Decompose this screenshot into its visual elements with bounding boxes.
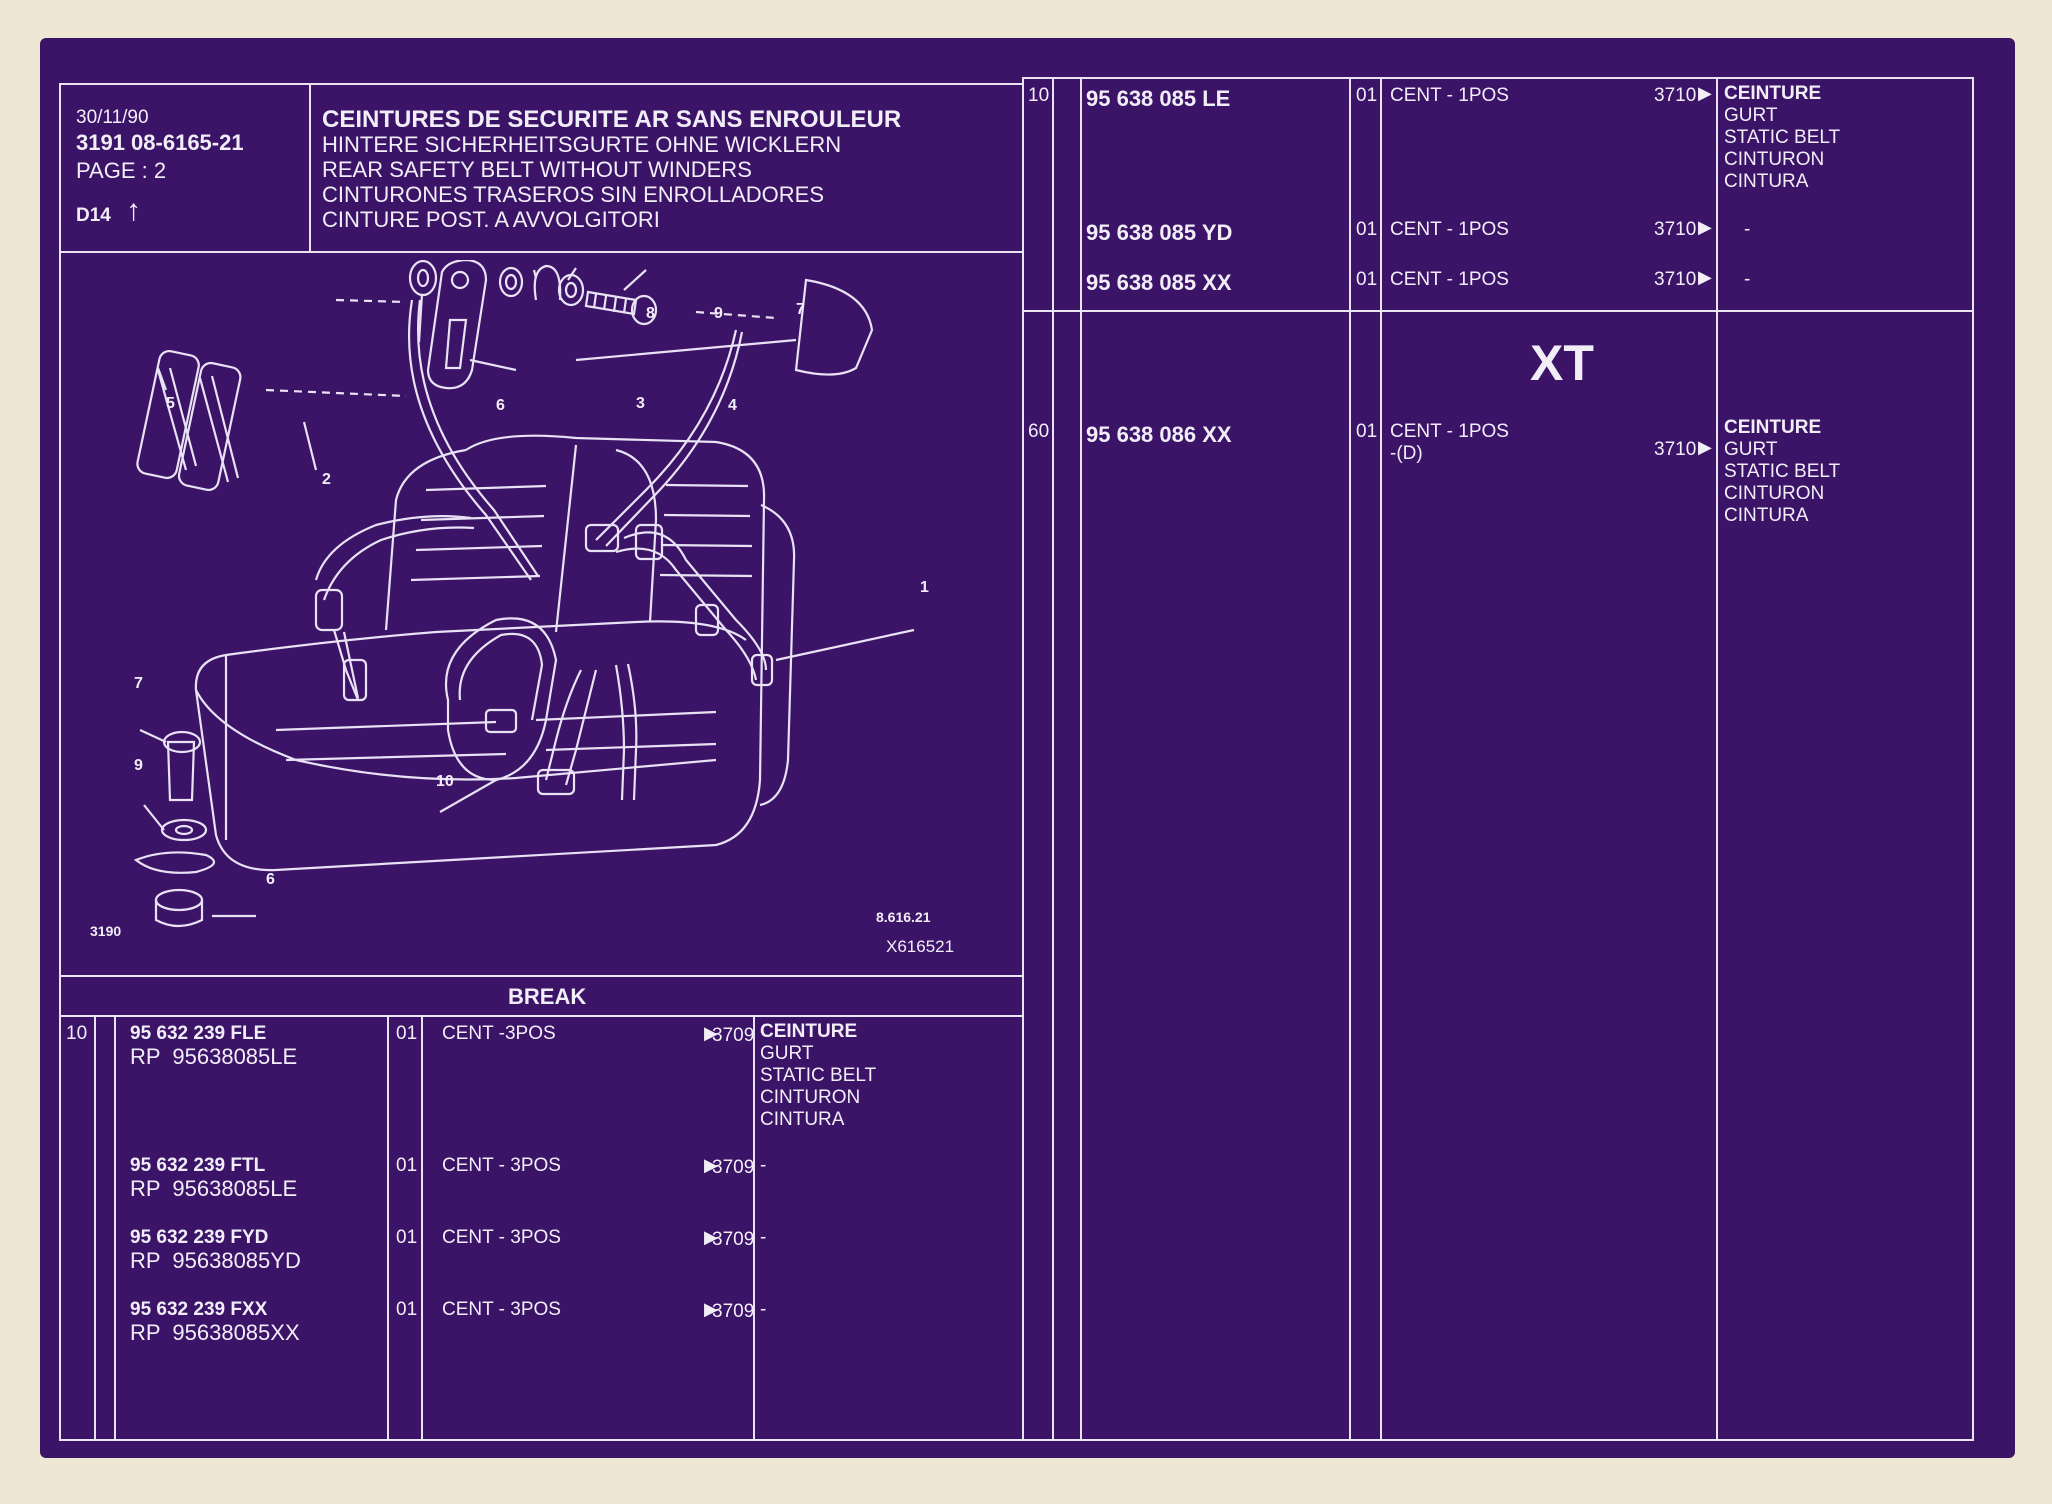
section-code: D14 [76,205,111,226]
break-row-1-name-en: STATIC BELT [760,1065,877,1086]
right-row-4-name-en: STATIC BELT [1724,461,1841,482]
right-row-2-code: 3710 [1654,219,1697,240]
right-row-1-qty: 01 [1356,85,1378,106]
callout-4: 4 [728,397,737,414]
right-row-2-part: 95 638 085 YD [1086,220,1233,245]
right-row-1-name-es: CINTURON [1724,149,1825,170]
right-row-4-code: 3710 [1654,439,1697,460]
break-row-3-replacement: RP 95638085YD [130,1248,301,1273]
break-row-3-code: 3709 [712,1229,755,1250]
seat-belt-exploded-diagram [133,260,915,928]
drawing-ref: 3190 [90,923,122,939]
break-row-2-qty: 01 [396,1155,418,1176]
break-row-2-desc: CENT - 3POS [442,1155,561,1176]
callout-6-lower: 6 [266,871,275,888]
right-row-4-pos: 60 [1028,421,1050,442]
right-row-3-arrow-icon: ▶ [1698,267,1712,287]
plate-ref: 8.616.21 [876,909,931,925]
break-row-2-part: 95 632 239 FTL [130,1155,266,1176]
break-row-4-code: 3709 [712,1301,755,1322]
callout-9: 9 [714,305,723,322]
break-row-1-name-it: CINTURA [760,1109,845,1130]
break-row-4-replacement: RP 95638085XX [130,1320,300,1345]
right-row-1-name-fr: CEINTURE [1724,83,1822,104]
right-row-3-name: - [1744,269,1751,290]
break-row-2-name: - [760,1155,767,1176]
break-row-1-qty: 01 [396,1023,418,1044]
parts-plate: 30/11/90 3191 08-6165-21 PAGE : 2 D14 ↑ … [40,38,2015,1458]
break-row-4-part: 95 632 239 FXX [130,1299,268,1320]
right-row-1-part: 95 638 085 LE [1086,86,1231,111]
subtitle-it: CINTURE POST. A AVVOLGITORI [322,207,660,232]
callout-8: 8 [646,305,655,322]
callout-3: 3 [636,395,645,412]
right-row-1-desc: CENT - 1POS [1390,85,1509,106]
subtitle-de: HINTERE SICHERHEITSGURTE OHNE WICKLERN [322,132,842,157]
right-row-1-name-it: CINTURA [1724,171,1809,192]
subtitle-es: CINTURONES TRASEROS SIN ENROLLADORES [322,182,825,207]
right-row-4-name-it: CINTURA [1724,505,1809,526]
film-ref: X616521 [886,937,955,956]
break-row-3-desc: CENT - 3POS [442,1227,561,1248]
break-row-1-desc: CENT -3POS [442,1023,556,1044]
right-row-2-arrow-icon: ▶ [1698,217,1712,237]
callout-2: 2 [322,471,331,488]
break-row-1-part: 95 632 239 FLE [130,1023,267,1044]
right-row-3-code: 3710 [1654,269,1697,290]
break-heading: BREAK [508,984,587,1009]
right-row-2-name: - [1744,219,1751,240]
right-row-2-desc: CENT - 1POS [1390,219,1509,240]
right-row-1-name-en: STATIC BELT [1724,127,1841,148]
break-row-1-replacement: RP 95638085LE [130,1044,298,1069]
break-row-3-part: 95 632 239 FYD [130,1227,269,1248]
callout-7-lower: 7 [134,675,143,692]
break-row-4-arrow-icon: ▶ [704,1299,718,1319]
right-row-3-desc: CENT - 1POS [1390,269,1509,290]
plate-reference: 3191 08-6165-21 [76,130,244,155]
break-row-4-name: - [760,1299,767,1320]
break-row-2-code: 3709 [712,1157,755,1178]
break-row-4-desc: CENT - 3POS [442,1299,561,1320]
right-row-4-part: 95 638 086 XX [1086,422,1232,447]
callout-10: 10 [436,773,454,790]
break-row-1-name-es: CINTURON [760,1087,861,1108]
break-row-3-arrow-icon: ▶ [704,1227,718,1247]
right-row-4-arrow-icon: ▶ [1698,437,1712,457]
callout-9-lower: 9 [134,757,143,774]
right-row-1-code: 3710 [1654,85,1697,106]
right-row-4-name-es: CINTURON [1724,483,1825,504]
break-row-1-code: 3709 [712,1025,755,1046]
callout-1: 1 [920,579,929,596]
right-row-4-desc: CENT - 1POS [1390,421,1509,442]
break-row-3-name: - [760,1227,767,1248]
break-row-1-name-fr: CEINTURE [760,1021,858,1042]
right-row-4-qty: 01 [1356,421,1378,442]
subtitle-en: REAR SAFETY BELT WITHOUT WINDERS [322,157,752,182]
callout-7: 7 [796,301,805,318]
page-number: PAGE : 2 [76,158,167,183]
right-row-3-qty: 01 [1356,269,1378,290]
table-grid [59,77,1974,1441]
break-row-2-replacement: RP 95638085LE [130,1176,298,1201]
up-arrow-icon: ↑ [126,194,141,227]
right-row-2-qty: 01 [1356,219,1378,240]
plate-date: 30/11/90 [76,107,149,128]
break-row-1-arrow-icon: ▶ [704,1023,718,1043]
break-row-3-qty: 01 [396,1227,418,1248]
right-row-1-pos: 10 [1028,85,1050,106]
right-row-3-part: 95 638 085 XX [1086,270,1232,295]
callout-6: 6 [496,397,505,414]
break-row-1-name-de: GURT [760,1043,814,1064]
callout-5: 5 [166,395,175,412]
break-row-2-arrow-icon: ▶ [704,1155,718,1175]
break-row-1-pos: 10 [66,1023,88,1044]
right-row-4-name-de: GURT [1724,439,1778,460]
right-row-4-name-fr: CEINTURE [1724,417,1822,438]
model-heading-xt: XT [1530,335,1594,391]
right-row-1-arrow-icon: ▶ [1698,83,1712,103]
page-title: CEINTURES DE SECURITE AR SANS ENROULEUR [322,106,902,133]
right-row-1-name-de: GURT [1724,105,1778,126]
right-row-4-desc-side: -(D) [1390,443,1423,464]
break-row-4-qty: 01 [396,1299,418,1320]
